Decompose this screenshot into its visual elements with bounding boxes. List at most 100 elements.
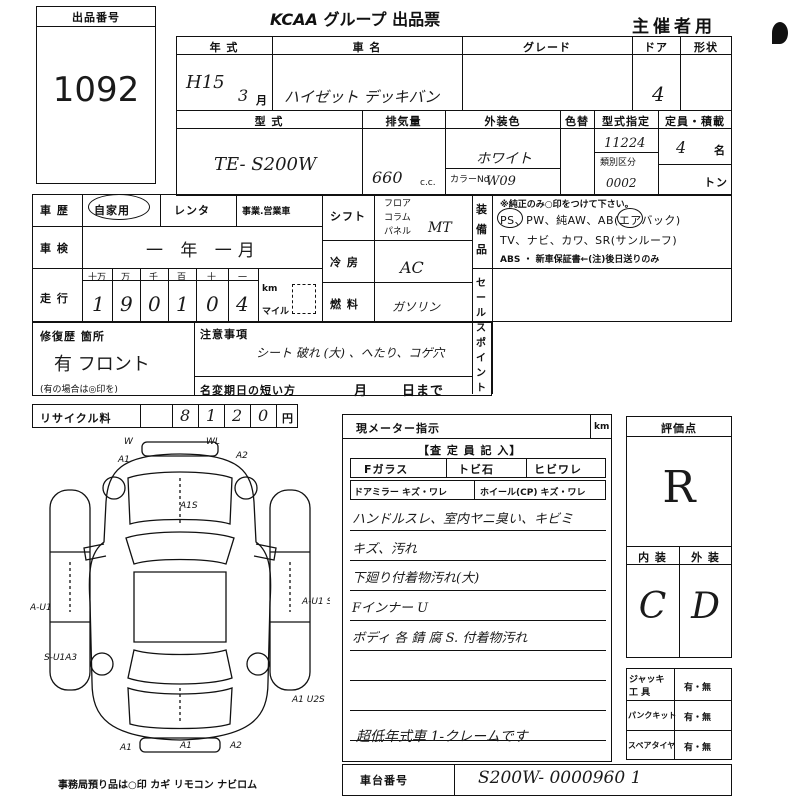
recycle-digit-3: 0 <box>258 406 269 425</box>
tool-puncture-label: パンクキット <box>628 711 677 720</box>
recycle-label: リサイクル料 <box>40 412 112 425</box>
mark-right-rear: A1 U2S <box>291 695 325 705</box>
mileage-digit-2: 0 <box>148 292 161 316</box>
displacement-value: 660 <box>372 168 403 187</box>
windshield <box>125 531 235 565</box>
lot-number-box <box>36 6 156 184</box>
doors-label: ドア <box>644 41 668 54</box>
recycle-box <box>32 404 298 428</box>
grade-label: 評価点 <box>661 422 697 435</box>
tool-puncture-value: 有・無 <box>684 713 712 723</box>
meter-panel <box>342 414 612 762</box>
color-value: ホワイト <box>476 151 532 167</box>
insp-mirror: ドアミラー キズ・ワレ <box>354 488 447 498</box>
cc-unit: c.c. <box>420 178 436 188</box>
repair-label: 修復歴 箇所 <box>40 330 105 343</box>
form-title: KCAA グループ 出品票 <box>270 6 440 30</box>
car-top-outline <box>88 453 272 741</box>
repair-value: 有 フロント <box>54 354 150 375</box>
insp-fglass: Fガラス <box>364 463 409 476</box>
capacity-value: 4 <box>676 138 687 157</box>
expiry-day: 日まで <box>402 384 445 399</box>
digit-h-4: 十 <box>207 273 217 283</box>
hood <box>127 471 233 525</box>
remark-line-2: キズ、汚れ <box>352 542 418 557</box>
mileage-label: 走 行 <box>40 292 69 305</box>
trunk <box>127 687 233 730</box>
remark-line-3: 下廻り付着物汚れ(大) <box>352 571 480 586</box>
mark-front-wl: WL <box>206 437 220 447</box>
recycle-unit: 円 <box>282 412 294 425</box>
capacity-unit: 名 <box>714 144 726 157</box>
notes-value: シート 破れ (大) 、へたり、コゲ穴 <box>256 346 445 360</box>
roof <box>133 571 227 643</box>
inspection-value: 一 年 一月 <box>146 241 261 261</box>
ps-circle <box>497 208 523 228</box>
ac-value: AC <box>400 258 424 277</box>
mileage-digit-1: 9 <box>120 292 133 316</box>
exterior-grade: D <box>691 586 720 627</box>
repair-note: (有の場合は◎印を) <box>40 385 118 395</box>
lot-number-label: 出品番号 <box>72 11 120 24</box>
meter-label: 現メーター指示 <box>356 422 440 435</box>
car-damage-diagram: W A1 WL A2 A1S A-U1 A-U1 S S-U1A3 A1 U2S… <box>30 437 330 753</box>
ab-circle <box>617 208 643 228</box>
color-no-value: W09 <box>486 174 516 189</box>
right-side-panel <box>269 489 311 691</box>
front-bumper <box>141 441 219 457</box>
notes-label: 注意事項 <box>200 328 248 341</box>
type-spec-label: 型式指定 <box>602 115 650 128</box>
inspector-label: 【査 定 員 記 入】 <box>418 444 522 457</box>
equipment-row2: TV、ナビ、カワ、SR(サンルーフ) <box>500 234 678 247</box>
year-month: 3 <box>238 86 249 105</box>
interior-label: 内 装 <box>638 551 667 564</box>
body-label: 形状 <box>694 41 718 54</box>
mark-front-a2: A2 <box>235 451 248 461</box>
type-value: TE- S200W <box>214 154 317 175</box>
color-label: 外装色 <box>484 115 521 128</box>
insp-wheel: ホイール(CP) キズ・ワレ <box>480 488 586 498</box>
digit-h-2: 千 <box>149 273 159 283</box>
grade-label: グレード <box>523 41 571 54</box>
exterior-label: 外 装 <box>691 551 720 564</box>
grade-value: R <box>662 462 696 513</box>
tool-spare-value: 有・無 <box>684 743 712 753</box>
fixed-color-label: 色替 <box>565 115 589 128</box>
insp-crack: ヒビワレ <box>534 463 582 476</box>
expiry-label: 名変期日の短い方 <box>200 384 296 397</box>
mark-hood-a1s: A1S <box>179 501 198 511</box>
mileage-digit-0: 1 <box>92 292 105 316</box>
tool-spare-label: スペアタイヤ <box>628 741 676 750</box>
rear-bumper <box>139 737 221 753</box>
fuel-value: ガソリン <box>392 300 441 314</box>
mark-left-rear: S-U1A3 <box>44 653 77 663</box>
mileage-digit-4: 0 <box>206 292 219 316</box>
mark-rear-a1-mid: A1 <box>179 741 192 751</box>
left-mirror <box>83 543 107 561</box>
shift-value: MT <box>428 220 452 236</box>
chassis-label: 車台番号 <box>360 774 408 787</box>
mileage-digit-5: 4 <box>236 292 249 316</box>
interior-grade: C <box>638 586 667 627</box>
lot-number: 1092 <box>52 70 140 110</box>
digit-h-3: 百 <box>177 273 187 283</box>
mark-front-a1: A1 <box>117 455 130 465</box>
year-label: 年 式 <box>209 41 239 54</box>
remark-line-7: 超低年式車 1-クレームです <box>356 729 528 745</box>
equipment-row1: PS、PW、純AW、AB(エアバック) <box>500 214 681 227</box>
mileage-digit-3: 1 <box>176 292 189 316</box>
km-unit: km <box>262 284 278 294</box>
mark-front-w: W <box>124 437 134 447</box>
shift-opt-floor: フロア <box>384 199 412 209</box>
remark-line-4: Fインナー U <box>352 601 429 616</box>
tools-panel <box>626 668 732 760</box>
equipment-label: 装 備 品 <box>476 203 488 256</box>
footer-text: 事務局預り品は○印 カギ リモコン ナビロム <box>58 780 258 791</box>
insp-chip: トビ石 <box>458 463 494 476</box>
class-value: 0002 <box>606 176 637 190</box>
rear-window <box>127 649 233 685</box>
vehicle-table <box>176 36 732 196</box>
color-no-label: カラーNo <box>450 175 490 185</box>
mile-box <box>292 284 316 314</box>
mark-right-au1: A-U1 S <box>301 597 330 607</box>
